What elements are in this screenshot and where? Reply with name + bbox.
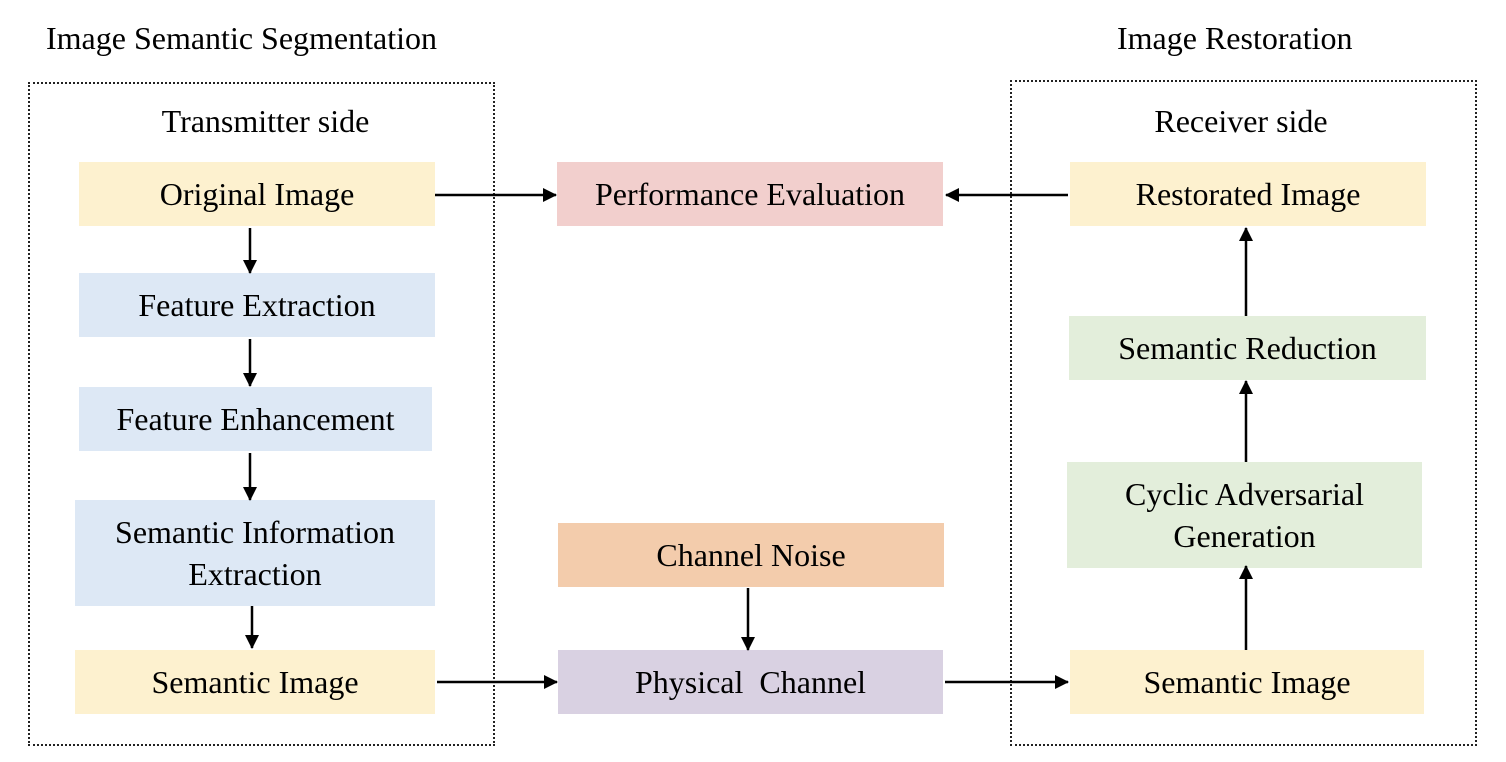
feature-enhancement-label: Feature Enhancement xyxy=(116,401,395,437)
heading-image-semantic-segmentation: Image Semantic Segmentation xyxy=(46,20,437,56)
semantic-reduction-label: Semantic Reduction xyxy=(1118,330,1377,366)
original-image-box: Original Image xyxy=(79,162,435,226)
semantic-information-extraction-line2: Extraction xyxy=(188,556,322,592)
channel-noise-label: Channel Noise xyxy=(656,537,846,573)
physical-channel-box: Physical Channel xyxy=(558,650,943,714)
restorated-image-label: Restorated Image xyxy=(1135,176,1361,212)
feature-enhancement-box: Feature Enhancement xyxy=(79,387,432,451)
performance-evaluation-box: Performance Evaluation xyxy=(557,162,943,226)
semantic-information-extraction-line1: Semantic Information xyxy=(115,514,395,550)
receiver-side-label: Receiver side xyxy=(1154,103,1328,139)
channel-noise-box: Channel Noise xyxy=(558,523,944,587)
transmitter-semantic-image-label: Semantic Image xyxy=(151,664,359,700)
cyclic-adversarial-generation-line1: Cyclic Adversarial xyxy=(1124,476,1365,512)
heading-image-restoration: Image Restoration xyxy=(1117,20,1353,56)
original-image-label: Original Image xyxy=(159,176,355,212)
cyclic-adversarial-generation-box: Cyclic Adversarial Generation xyxy=(1067,462,1422,568)
semantic-reduction-box: Semantic Reduction xyxy=(1069,316,1426,380)
transmitter-group xyxy=(28,82,495,746)
receiver-semantic-image-box: Semantic Image xyxy=(1070,650,1424,714)
transmitter-semantic-image-box: Semantic Image xyxy=(75,650,435,714)
performance-evaluation-label: Performance Evaluation xyxy=(594,176,906,212)
transmitter-side-label: Transmitter side xyxy=(161,103,370,139)
feature-extraction-box: Feature Extraction xyxy=(79,273,435,337)
feature-extraction-label: Feature Extraction xyxy=(138,287,376,323)
receiver-semantic-image-label: Semantic Image xyxy=(1143,664,1351,700)
receiver-group xyxy=(1010,80,1477,746)
semantic-information-extraction-box: Semantic Information Extraction xyxy=(75,500,435,606)
cyclic-adversarial-generation-line2: Generation xyxy=(1173,518,1316,554)
physical-channel-label: Physical Channel xyxy=(634,664,867,700)
restorated-image-box: Restorated Image xyxy=(1070,162,1426,226)
